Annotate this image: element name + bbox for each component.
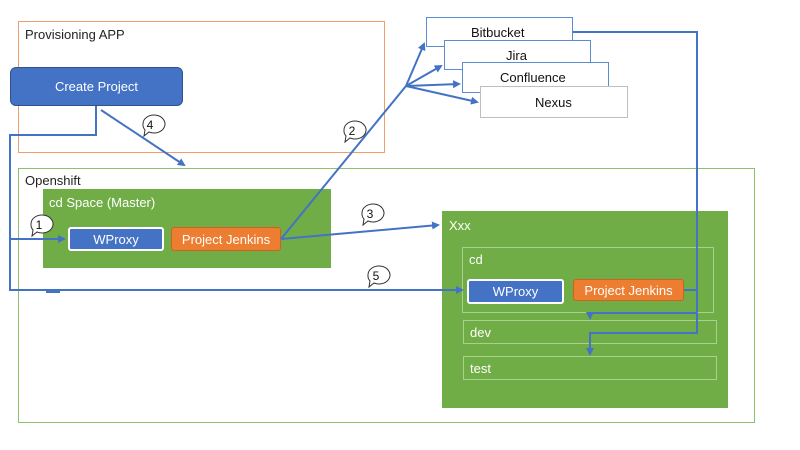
- step-label-4: 4: [147, 118, 154, 132]
- arrow-step-1: [9, 106, 97, 243]
- arrow-step-3: [280, 221, 440, 240]
- step-bubble-5: [367, 265, 391, 289]
- master-project-jenkins-node[interactable]: Project Jenkins: [171, 227, 281, 251]
- xxx-cd-title: cd: [469, 252, 483, 267]
- step-bubble-3: [361, 203, 385, 227]
- create-project-button[interactable]: Create Project: [10, 67, 183, 106]
- xxx-dev-title: dev: [470, 325, 491, 340]
- xxx-wproxy-node[interactable]: WProxy: [467, 279, 564, 304]
- tool-nexus[interactable]: Nexus: [480, 86, 628, 118]
- arrow-step-2: [280, 85, 407, 240]
- xxx-namespace: Xxx: [442, 211, 728, 408]
- xxx-project-jenkins-node[interactable]: Project Jenkins: [573, 279, 684, 301]
- provisioning-app-title: Provisioning APP: [25, 27, 125, 42]
- step-label-5: 5: [373, 269, 380, 283]
- openshift-title: Openshift: [25, 173, 81, 188]
- xxx-test-space: test: [463, 356, 717, 380]
- master-wproxy-node[interactable]: WProxy: [68, 227, 164, 251]
- step-label-3: 3: [367, 207, 374, 221]
- xxx-test-title: test: [470, 361, 491, 376]
- cd-space-master-title: cd Space (Master): [49, 195, 156, 210]
- step-bubble-2: [343, 120, 367, 144]
- step-bubble-1: [30, 214, 54, 238]
- step-bubble-4: [142, 114, 166, 138]
- arrow-bitbucket-to-dev: [573, 31, 698, 320]
- xxx-title: Xxx: [449, 218, 471, 233]
- arrow-step-5: [9, 200, 464, 294]
- arrow-step-4: [100, 109, 186, 167]
- arrow-bitbucket-to-test: [586, 289, 698, 356]
- step-label-1: 1: [36, 218, 43, 232]
- step-label-2: 2: [349, 124, 356, 138]
